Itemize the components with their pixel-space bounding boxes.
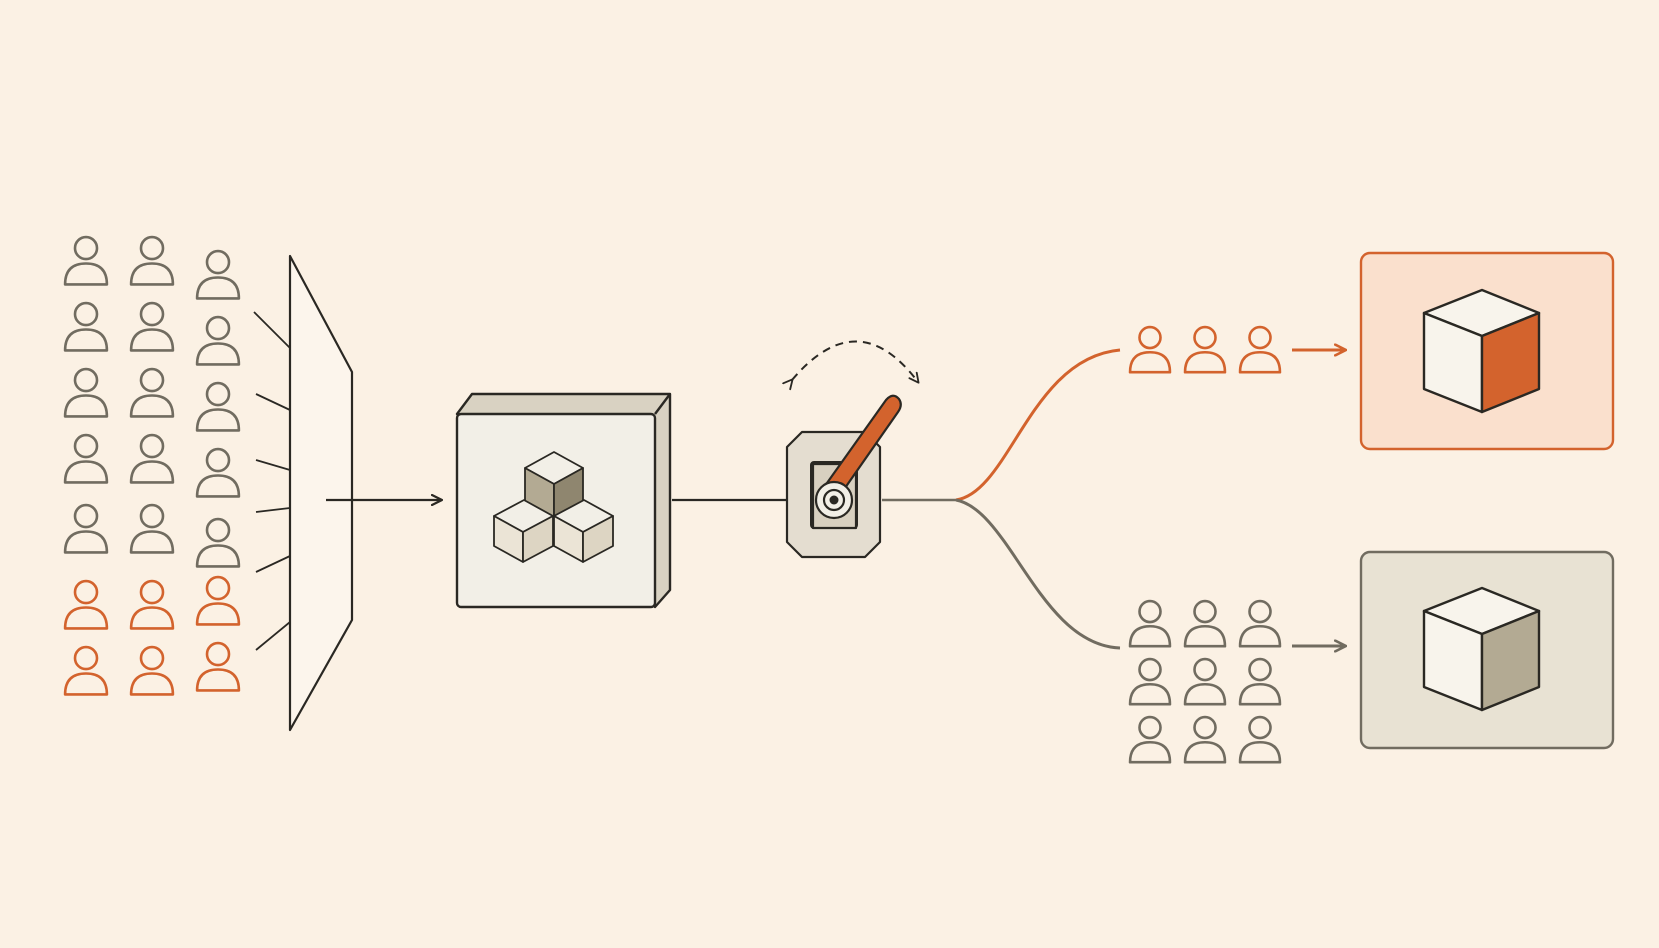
person-icon (195, 315, 241, 366)
person-icon (195, 575, 241, 626)
person-icon (1238, 715, 1282, 764)
output-panel-bottom (1359, 550, 1615, 750)
person-icon (195, 447, 241, 498)
person-icon (1128, 715, 1172, 764)
person-icon (129, 433, 175, 484)
person-icon (195, 641, 241, 692)
lever-switch-icon (785, 394, 902, 559)
output-panel-top (1359, 251, 1615, 451)
person-icon (1183, 657, 1227, 706)
person-icon (1128, 599, 1172, 648)
person-icon (195, 249, 241, 300)
cube-icon (1422, 586, 1541, 712)
branch-line-top (955, 348, 1121, 502)
person-icon (1183, 599, 1227, 648)
person-icon (63, 433, 109, 484)
stacked-cubes-icon (493, 451, 614, 563)
person-icon (129, 301, 175, 352)
person-icon (195, 381, 241, 432)
person-icon (63, 503, 109, 554)
person-icon (129, 579, 175, 630)
person-icon (1183, 325, 1227, 374)
funnel-icon (253, 254, 354, 732)
person-icon (195, 517, 241, 568)
person-icon (63, 301, 109, 352)
person-icon (1238, 657, 1282, 706)
toggle-motion-arrow (782, 340, 920, 391)
person-icon (63, 645, 109, 696)
person-icon (1128, 325, 1172, 374)
person-icon (63, 579, 109, 630)
population-grid (63, 235, 241, 696)
person-icon (1128, 657, 1172, 706)
person-icon (63, 367, 109, 418)
cube-icon (1422, 288, 1541, 414)
person-icon (129, 503, 175, 554)
person-icon (129, 645, 175, 696)
person-icon (129, 367, 175, 418)
branch-bottom-group (1128, 599, 1282, 764)
branch-top-group (1128, 325, 1282, 374)
person-icon (1238, 325, 1282, 374)
person-icon (1183, 715, 1227, 764)
person-icon (1238, 599, 1282, 648)
person-icon (63, 235, 109, 286)
person-icon (129, 235, 175, 286)
branch-line-bottom (955, 498, 1121, 650)
